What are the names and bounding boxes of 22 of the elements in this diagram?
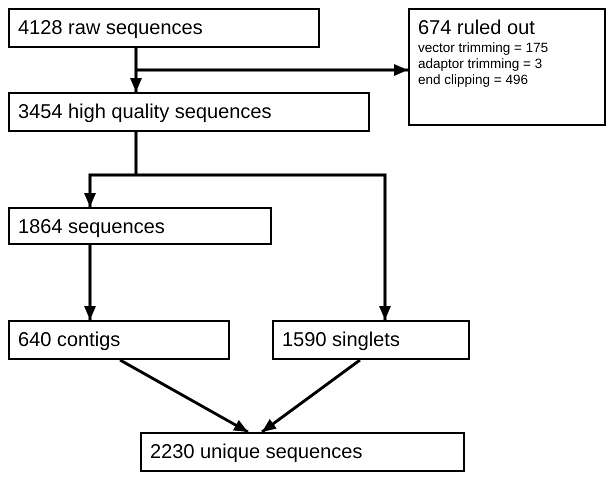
- exclusion-detail: adaptor trimming = 3: [418, 56, 544, 72]
- process-box: [8, 320, 230, 360]
- step-label: 2230 unique sequences: [150, 440, 364, 464]
- step-label: 3454 high quality sequences: [18, 100, 273, 124]
- step-label: 4128 raw sequences: [18, 16, 204, 40]
- step-label: 674 ruled out: [418, 16, 536, 40]
- step-label: 1864 sequences: [18, 215, 166, 239]
- exclusion-detail: vector trimming = 175: [418, 40, 550, 56]
- step-label: 640 contigs: [18, 328, 122, 352]
- arrow: [119, 358, 249, 434]
- process-box: [8, 207, 272, 245]
- step-label: 1590 singlets: [282, 328, 401, 352]
- arrow: [134, 48, 408, 76]
- process-box: [8, 92, 370, 132]
- arrow: [261, 358, 361, 434]
- exclusion-detail: end clipping = 496: [418, 72, 529, 88]
- process-box: [8, 8, 320, 48]
- arrow: [84, 245, 96, 320]
- process-box: [272, 320, 470, 360]
- process-box: [140, 432, 465, 472]
- process-box: [408, 8, 606, 126]
- arrow: [134, 132, 391, 320]
